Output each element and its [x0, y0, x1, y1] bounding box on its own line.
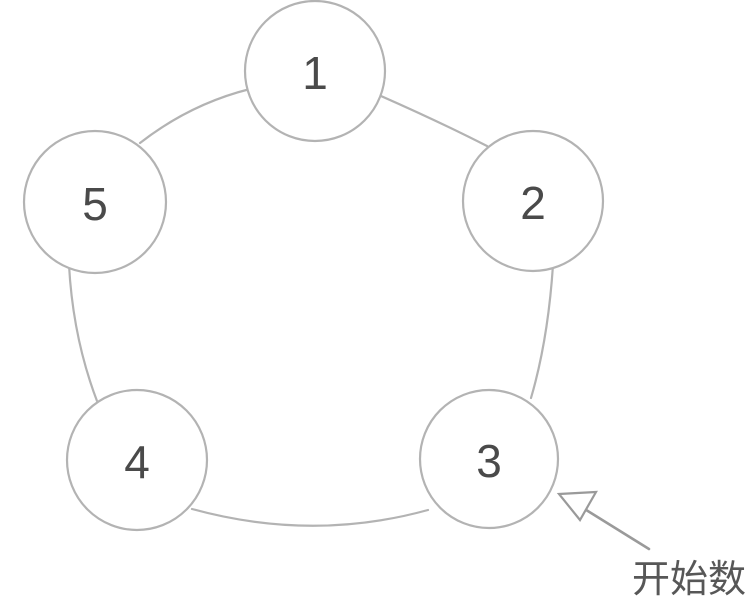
edge-node4-node5: [67, 263, 99, 403]
node-1-label: 1: [302, 47, 328, 99]
node-1-circle[interactable]: [243, 0, 387, 143]
node-5-circle[interactable]: [22, 129, 168, 275]
node-3-circle[interactable]: [418, 388, 560, 530]
edge-node3-node4: [190, 507, 430, 527]
node-4-label: 4: [124, 436, 150, 488]
node-3[interactable]: 3: [418, 388, 560, 530]
node-2[interactable]: 2: [461, 129, 605, 273]
edge-node2-node3: [529, 263, 555, 400]
annotation-label: 开始数: [632, 557, 746, 601]
node-5[interactable]: 5: [22, 129, 168, 275]
edge-node1-node2: [379, 94, 489, 148]
annotation-arrow-shaft: [581, 506, 651, 551]
edge-node5-node1: [138, 87, 252, 145]
node-layer: 1 2 3 4 5: [22, 0, 605, 532]
node-2-label: 2: [520, 177, 546, 229]
start-count-annotation: 开始数: [556, 490, 746, 601]
node-5-label: 5: [82, 178, 108, 230]
node-3-label: 3: [476, 435, 502, 487]
node-2-circle[interactable]: [461, 129, 605, 273]
node-1[interactable]: 1: [243, 0, 387, 143]
node-4[interactable]: 4: [65, 388, 209, 532]
node-4-circle[interactable]: [65, 388, 209, 532]
annotation-arrow-head-icon: [556, 490, 598, 522]
edge-layer: [67, 87, 555, 527]
